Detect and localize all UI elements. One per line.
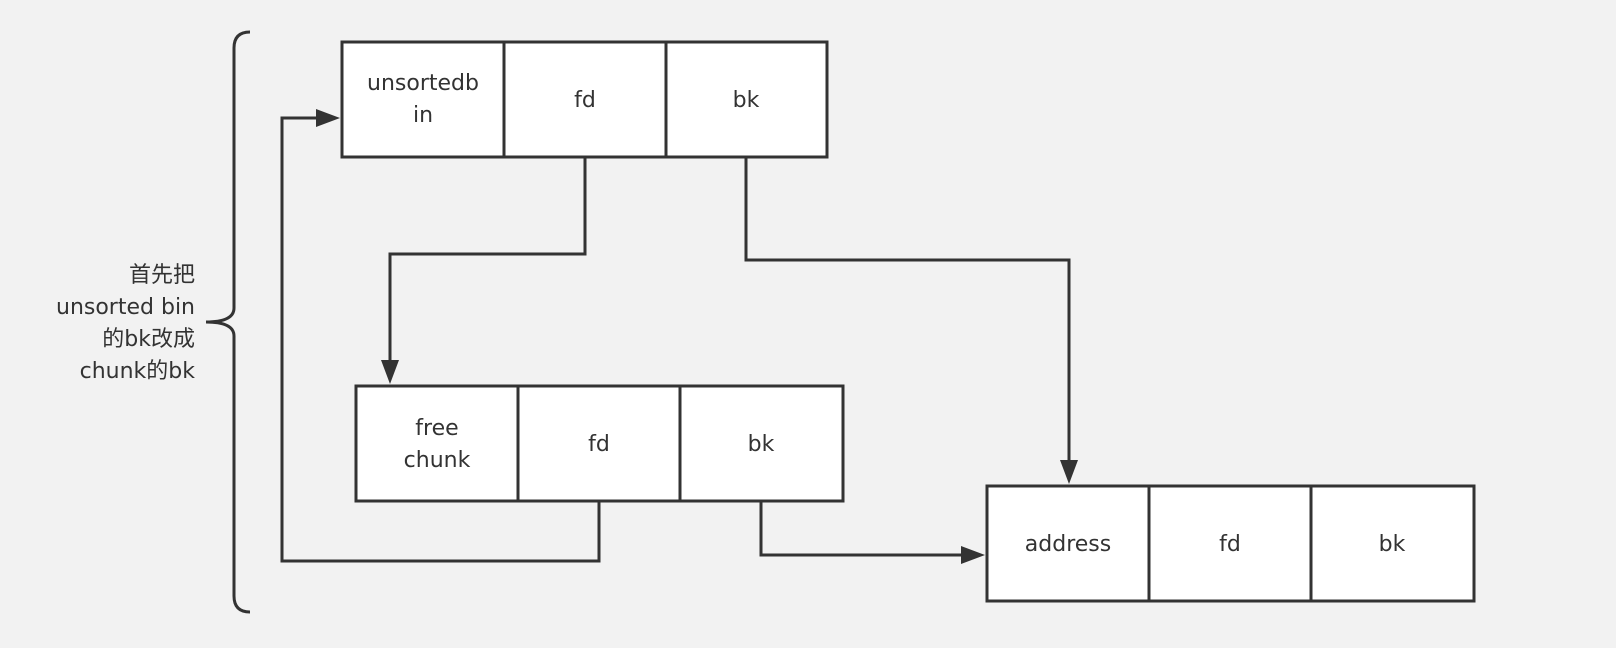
address-bk-cell — [1309, 484, 1476, 603]
address-label-text: address — [1025, 532, 1111, 557]
unsortedbin-struct: unsortedb in fd bk — [340, 40, 829, 159]
unsortedbin-fd-cell — [502, 40, 668, 159]
connector-line — [744, 157, 1071, 462]
connector-line — [280, 116, 601, 563]
freechunk-label-cell — [354, 384, 520, 503]
note-line-2: unsorted bin — [56, 295, 195, 320]
connector-line — [388, 157, 587, 362]
address-struct: address fd bk — [985, 484, 1476, 603]
arrow-down-icon — [1060, 460, 1078, 484]
address-label-cell — [985, 484, 1151, 603]
connector-line — [759, 501, 963, 557]
freechunk-struct: free chunk fd bk — [354, 384, 845, 503]
unsortedbin-bk-cell — [664, 40, 829, 159]
note-line-3: 的bk改成 — [102, 327, 195, 352]
address-fd-cell — [1147, 484, 1313, 603]
freechunk-bk-cell — [678, 384, 845, 503]
arrow-down-icon — [381, 360, 399, 384]
note: 首先把 unsorted bin 的bk改成 chunk的bk — [56, 263, 195, 384]
freechunk-label-line-2: chunk — [404, 448, 471, 473]
curly-brace — [205, 30, 251, 614]
freechunk-bk-text: bk — [748, 432, 775, 457]
unsortedbin-label-line-2: in — [413, 103, 433, 128]
unsortedbin-fd-text: fd — [574, 88, 596, 113]
connector-unsortedbin-fd-to-freechunk — [381, 157, 587, 384]
connector-unsortedbin-bk-to-address — [744, 157, 1078, 484]
freechunk-label-line-1: free — [415, 416, 458, 441]
arrow-right-icon — [961, 546, 985, 564]
unsortedbin-label-line-1: unsortedb — [367, 71, 479, 96]
freechunk-fd-text: fd — [588, 432, 610, 457]
unsortedbin-bk-text: bk — [733, 88, 760, 113]
note-line-4: chunk的bk — [80, 359, 196, 384]
unsortedbin-label-cell — [340, 40, 506, 159]
address-bk-text: bk — [1379, 532, 1406, 557]
connector-freechunk-fd-to-unsortedbin — [280, 109, 601, 563]
address-fd-text: fd — [1219, 532, 1241, 557]
arrow-right-icon — [316, 109, 340, 127]
note-line-1: 首先把 — [129, 263, 195, 288]
connector-freechunk-bk-to-address — [759, 501, 985, 564]
